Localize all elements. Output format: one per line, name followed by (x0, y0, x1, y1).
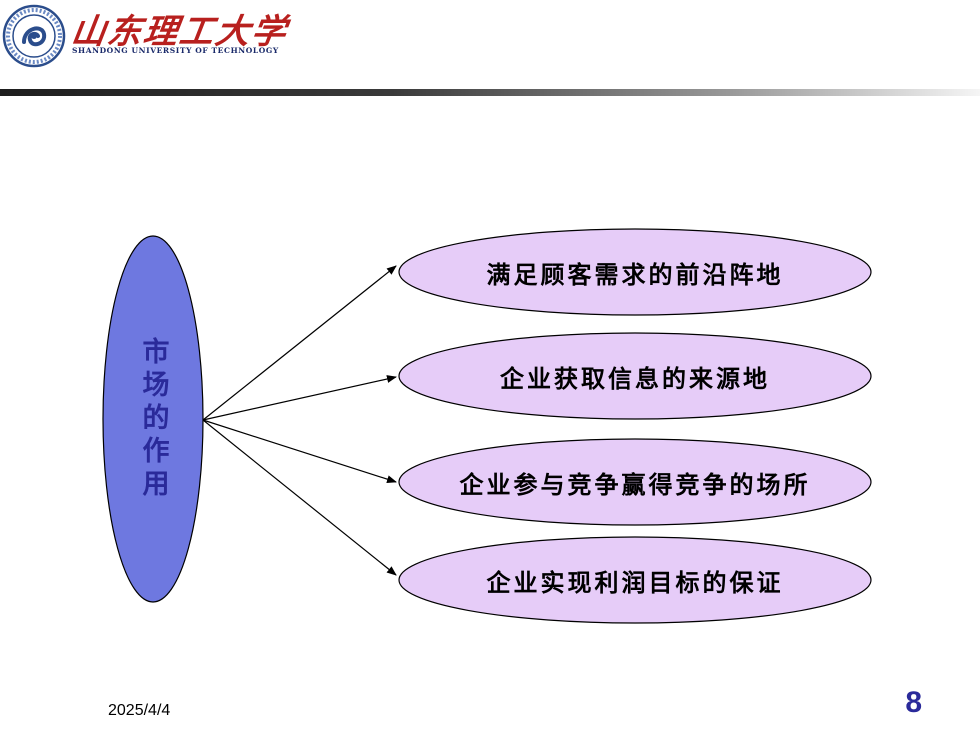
connector-arrow-3 (202, 419, 397, 484)
branch-ellipse-2 (398, 332, 872, 420)
footer-date: 2025/4/4 (108, 702, 171, 719)
branch-ellipse-3 (398, 438, 872, 526)
center-node-ellipse (102, 235, 204, 603)
connector-arrow-2 (202, 375, 397, 421)
page-number: 8 (905, 686, 922, 719)
header-divider (0, 89, 980, 96)
connector-arrow-4 (202, 419, 397, 576)
university-seal-logo (2, 4, 66, 68)
branch-ellipse-4 (398, 536, 872, 624)
branch-ellipse-1 (398, 228, 872, 316)
connector-arrow-1 (202, 265, 397, 421)
university-name-english: SHANDONG UNIVERSITY OF TECHNOLOGY (72, 46, 279, 55)
